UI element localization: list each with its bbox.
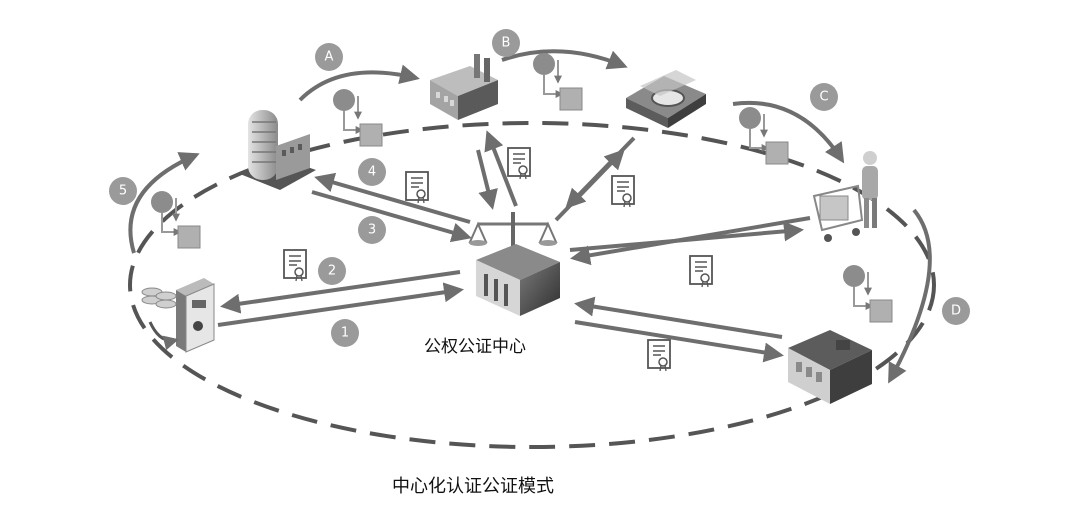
svg-text:D: D — [951, 304, 961, 319]
badge-a: A — [315, 43, 343, 71]
atm-server-icon — [141, 278, 215, 353]
certificate-icon — [689, 255, 713, 288]
notary-center-icon — [468, 212, 560, 316]
exchange-icon — [739, 107, 788, 164]
badge-3: 3 — [358, 216, 386, 244]
svg-text:A: A — [325, 50, 334, 65]
office-building-icon — [240, 110, 316, 190]
svg-text:4: 4 — [368, 165, 376, 180]
badge-d: D — [942, 297, 970, 325]
certificate-icon — [507, 147, 531, 180]
exchange-icon — [533, 53, 582, 110]
retail-store-icon — [788, 330, 872, 404]
certificate-icon — [283, 249, 307, 282]
badge-4: 4 — [358, 158, 386, 186]
shopping-cart-person-icon — [812, 151, 878, 242]
svg-text:1: 1 — [341, 326, 349, 341]
svg-text:5: 5 — [119, 184, 127, 199]
badge-1: 1 — [331, 319, 359, 347]
exchange-icon — [151, 191, 200, 248]
figure-caption: 中心化认证公证模式 — [392, 476, 554, 497]
certificate-icon — [611, 175, 635, 208]
svg-text:2: 2 — [328, 264, 336, 279]
badge-5: 5 — [109, 177, 137, 205]
factory-icon — [430, 54, 498, 120]
svg-text:C: C — [819, 90, 828, 105]
svg-text:B: B — [502, 36, 511, 51]
center-label: 公权公证中心 — [424, 337, 526, 357]
warehouse-icon — [626, 70, 706, 128]
certificate-icon — [405, 171, 429, 204]
certificate-icon — [647, 339, 671, 372]
badge-2: 2 — [318, 257, 346, 285]
badge-b: B — [492, 29, 520, 57]
svg-text:3: 3 — [368, 223, 376, 238]
exchange-icon — [843, 265, 892, 322]
network-ring — [128, 121, 936, 449]
outer-flow-arrows — [128, 49, 932, 384]
badge-c: C — [810, 83, 838, 111]
center-flow-arrows — [217, 130, 811, 363]
